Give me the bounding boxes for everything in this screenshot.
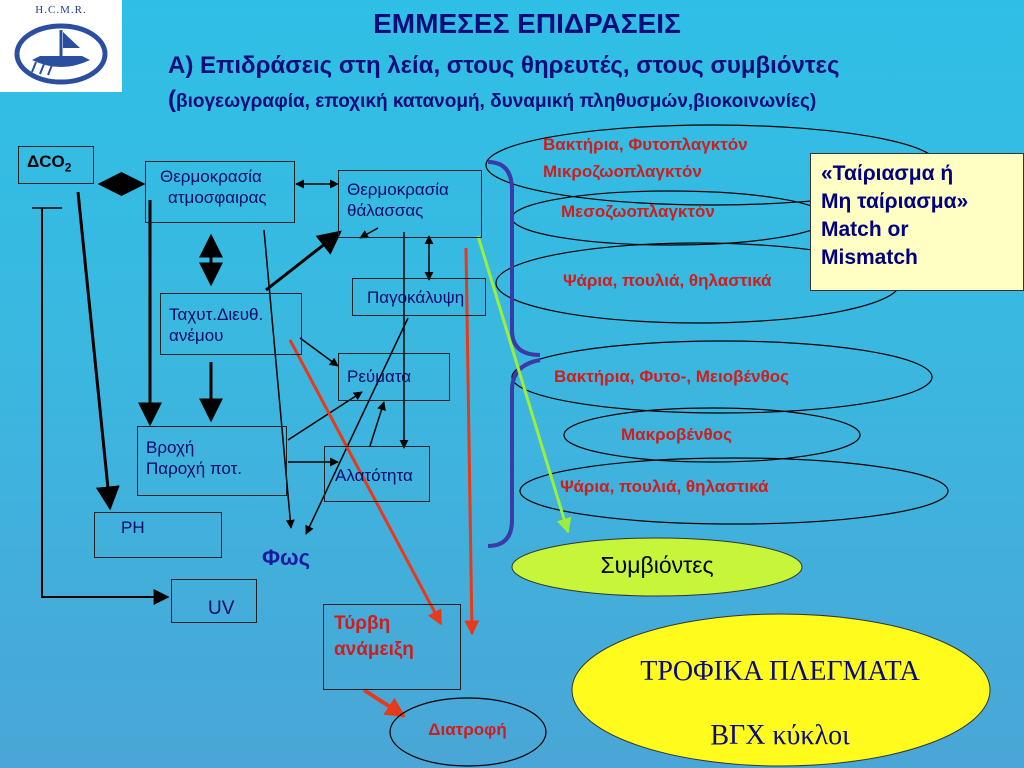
nutrition-ellipse: [389, 697, 547, 767]
arrow-wind-turbidity: [288, 339, 443, 626]
node-ice: Παγοκάλυψη: [352, 278, 486, 316]
benthic-ellipse-2: [563, 407, 861, 463]
arrow-dco2-ph: [76, 191, 120, 511]
pelagic-label-1a: Βακτήρια, Φυτοπλαγκτόν: [543, 135, 748, 154]
arrow-sea-sea: [359, 227, 379, 239]
symbionts-label: Συμβιόντες: [600, 552, 714, 578]
rain-line2: Παροχή ποτ.: [146, 459, 243, 478]
symbionts-ellipse: [511, 537, 803, 597]
node-nutrition: Διατροφή: [428, 720, 507, 739]
subtitle-close-paren: ): [809, 91, 817, 112]
dco2-subscript: 2: [64, 160, 72, 175]
match-mismatch-box: «Ταίριασμα ή Μη ταίριασμα» Match or Mism…: [810, 153, 1024, 291]
arrow-wind-currents: [299, 337, 339, 367]
pelagic-brace: [487, 160, 541, 357]
match-line2: Μη ταίριασμα»: [821, 190, 969, 213]
benthic-label-3: Ψάρια, πουλιά, θηλαστικά: [560, 477, 769, 496]
benthic-label-2: Μακροβένθος: [621, 425, 732, 444]
food-web-ellipse: [571, 613, 991, 767]
node-thermo-atm: Θερμοκρασία ατμοσφαιρας: [145, 161, 295, 223]
node-ph: PH: [94, 512, 222, 558]
wind-line2: ανέμου: [169, 326, 224, 345]
node-salinity: Αλατότητα: [324, 446, 430, 502]
benthic-brace: [487, 358, 541, 548]
ship-emblem-icon: [14, 23, 108, 85]
arrow-dco2-uv: [41, 208, 170, 605]
subtitle-open-paren: (: [168, 86, 176, 113]
thermo-sea-line2: θάλασσας: [347, 201, 424, 220]
thermo-atm-line2: ατμοσφαιρας: [168, 188, 267, 207]
dco2-label: ΔCO: [27, 152, 65, 171]
arrow-sea-symbionts: [476, 235, 572, 534]
benthic-label-1: Βακτήρια, Φυτο-, Μειοβένθος: [554, 367, 790, 386]
turbidity-line1: Τύρβη: [334, 613, 391, 634]
node-light: Φως: [262, 545, 311, 570]
benthic-ellipse-3: [519, 457, 949, 525]
arrow-sea-turbidity: [464, 247, 480, 636]
node-thermo-sea: Θερμοκρασία θάλασσας: [338, 170, 482, 238]
page-subtitle-detail: (βιογεωγραφία, εποχική κατανομή, δυναμικ…: [168, 86, 816, 114]
food-web-label: ΤΡΟΦΙΚΑ ΠΛΕΓΜΑΤΑ: [640, 656, 920, 687]
pelagic-label-2: Μεσοζωοπλαγκτόν: [561, 202, 715, 221]
arrow-ice-light: [305, 317, 409, 535]
rain-line1: Βροχή: [146, 438, 195, 457]
node-rain: Βροχή Παροχή ποτ.: [137, 426, 287, 496]
thermo-atm-line1: Θερμοκρασία: [160, 167, 262, 186]
node-wind: Ταχυτ.Διευθ. ανέμου: [160, 293, 302, 355]
pelagic-label-3: Ψάρια, πουλιά, θηλαστικά: [563, 271, 772, 290]
hcmr-logo: H.C.M.R.: [0, 0, 122, 92]
arrow-wind-thermo-sea: [265, 230, 342, 292]
thermo-sea-line1: Θερμοκρασία: [347, 180, 449, 199]
page-title: ΕΜΜΕΣΕΣ ΕΠΙΔΡΑΣΕΙΣ: [373, 8, 681, 39]
match-line1: «Ταίριασμα ή: [821, 162, 954, 185]
node-dco2: ΔCO2: [18, 146, 94, 184]
benthic-ellipse-1: [511, 340, 933, 414]
page-subtitle: Α) Επιδράσεις στη λεία, στους θηρευτές, …: [168, 52, 840, 79]
node-turbidity: Τύρβη ανάμειξη: [323, 604, 461, 690]
bgc-cycles-label: ΒΓΧ κύκλοι: [710, 720, 850, 751]
subtitle-detail-text: βιογεωγραφία, εποχική κατανομή, δυναμική…: [176, 91, 810, 112]
wind-line1: Ταχυτ.Διευθ.: [169, 305, 264, 324]
arrow-turbidity-nutrition: [362, 688, 406, 718]
pelagic-label-1b: Μικροζωοπλαγκτόν: [543, 162, 702, 181]
match-line4: Mismatch: [821, 246, 918, 269]
match-line3: Match or: [821, 218, 909, 241]
node-uv: UV: [171, 579, 257, 623]
turbidity-line2: ανάμειξη: [334, 639, 414, 660]
logo-text: H.C.M.R.: [35, 4, 87, 16]
node-currents: Ρεύματα: [338, 353, 450, 401]
arrow-salinity-currents: [369, 401, 386, 447]
